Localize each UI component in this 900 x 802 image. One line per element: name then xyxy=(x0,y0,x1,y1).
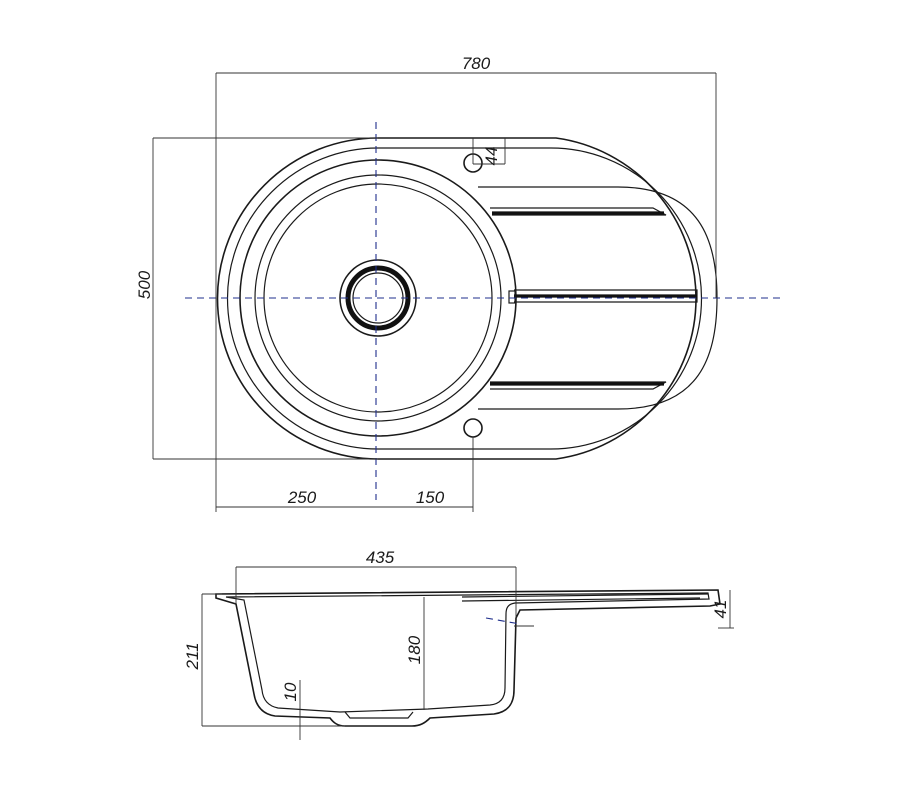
dim-tap-hole-offset: 44 xyxy=(482,147,501,166)
drainboard-groove xyxy=(461,597,701,602)
drain-connector xyxy=(508,290,516,304)
dim-bowl-center-offset: 250 xyxy=(287,488,317,507)
top-view: 780 500 44 250 150 xyxy=(135,54,780,512)
dim-overall-depth: 500 xyxy=(135,270,154,299)
dim-drainboard-thickness: 41 xyxy=(711,600,730,619)
section-centerline-stub xyxy=(485,617,521,625)
drainboard-top-line xyxy=(461,593,709,598)
section-inner-profile xyxy=(225,592,710,713)
dim-wall-thickness: 10 xyxy=(281,682,300,701)
dim-overall-width: 780 xyxy=(462,54,491,73)
dim-bowl-depth: 180 xyxy=(405,635,424,664)
dim-overflow-offset: 150 xyxy=(416,488,445,507)
dim-bowl-width: 435 xyxy=(366,548,395,567)
dim-total-height: 211 xyxy=(183,642,202,670)
sink-inner-rim xyxy=(226,147,703,450)
side-view: 435 211 180 10 41 xyxy=(183,548,734,740)
overflow-hole xyxy=(463,418,483,438)
drain-outlet xyxy=(344,711,414,719)
section-outer-profile xyxy=(215,589,721,727)
